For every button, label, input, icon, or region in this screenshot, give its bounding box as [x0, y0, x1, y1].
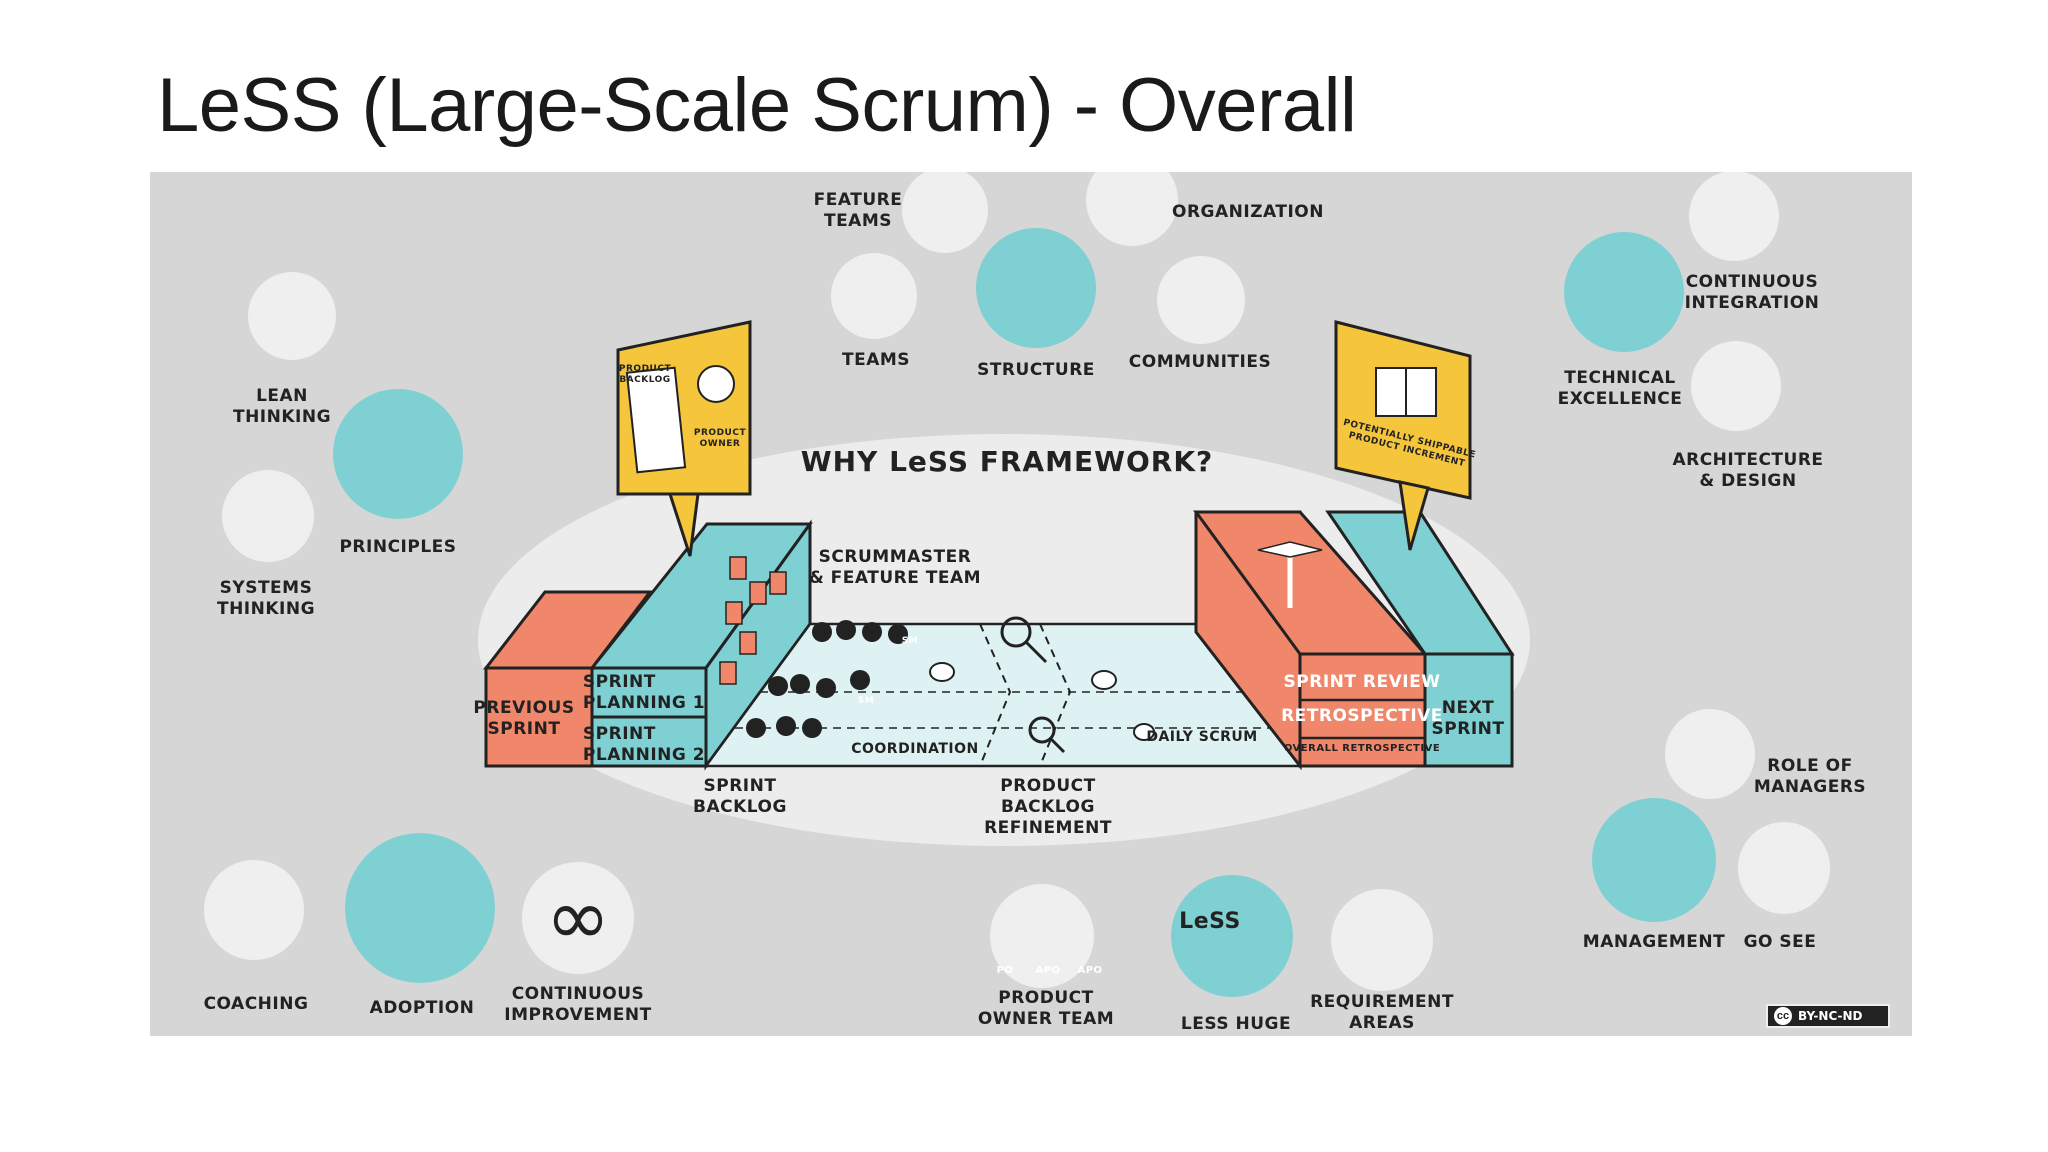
label-feature-teams: FEATURE TEAMS [813, 190, 903, 231]
label-systems-thinking: SYSTEMS THINKING [216, 578, 316, 619]
license-badge: cc BY-NC-ND [1766, 1004, 1890, 1028]
label-organization: ORGANIZATION [1172, 202, 1324, 222]
label-product-owner-sign: PRODUCT OWNER [693, 428, 747, 449]
systems-thinking-icon [222, 470, 314, 562]
teams-icon [831, 253, 917, 339]
label-technical-excellence: TECHNICAL EXCELLENCE [1557, 368, 1683, 409]
license-text: BY-NC-ND [1798, 1009, 1863, 1023]
role-of-managers-icon [1665, 709, 1755, 799]
communities-icon [1157, 256, 1245, 344]
label-lean-thinking: LEAN THINKING [232, 386, 332, 427]
continuous-improvement-icon: ∞ [522, 862, 634, 974]
sm-badge-1: SM [901, 636, 919, 646]
po-badge: PO [996, 965, 1014, 976]
label-structure: STRUCTURE [977, 360, 1095, 380]
management-icon [1592, 798, 1716, 922]
label-architecture-design: ARCHITECTURE & DESIGN [1672, 450, 1824, 491]
label-overall-retrospective: OVERALL RETROSPECTIVE [1283, 743, 1441, 754]
label-management: MANAGEMENT [1582, 932, 1726, 952]
team-people [746, 620, 908, 738]
slide-title: LeSS (Large-Scale Scrum) - Overall [157, 63, 1357, 148]
label-less-huge: LESS HUGE [1180, 1014, 1292, 1034]
label-communities: COMMUNITIES [1128, 352, 1272, 372]
label-sprint-backlog: SPRINT BACKLOG [693, 776, 787, 817]
label-principles: PRINCIPLES [339, 537, 457, 557]
label-requirement-areas: REQUIREMENT AREAS [1310, 992, 1454, 1033]
coaching-icon [204, 860, 304, 960]
structure-tree-icon [976, 228, 1096, 348]
label-adoption: ADOPTION [369, 998, 475, 1018]
principles-icon [333, 389, 463, 519]
less-box-label: LeSS [1179, 909, 1241, 934]
go-see-eye-icon [1738, 822, 1830, 914]
center-title: WHY LeSS FRAMEWORK? [800, 445, 1214, 478]
label-scrummaster-team: SCRUMMASTER & FEATURE TEAM [808, 547, 982, 588]
label-retrospective: RETROSPECTIVE [1281, 706, 1443, 726]
less-huge-icon [1171, 875, 1293, 997]
label-sprint-planning-2: SPRINT PLANNING 2 [582, 724, 706, 765]
label-coaching: COACHING [203, 994, 309, 1014]
architecture-design-icon [1691, 341, 1781, 431]
label-teams: TEAMS [841, 350, 911, 370]
product-owner-team-icon [990, 884, 1094, 988]
label-next-sprint: NEXT SPRINT [1431, 698, 1505, 739]
label-previous-sprint: PREVIOUS SPRINT [473, 698, 575, 739]
apo-badge-2: APO [1077, 965, 1103, 976]
sm-badge-2: SM [857, 696, 875, 706]
apo-badge-1: APO [1035, 965, 1061, 976]
less-framework-diagram: WHY LeSS FRAMEWORK? FEATURE TEAMS ORGANI… [150, 172, 1912, 1036]
label-daily-scrum: DAILY SCRUM [1146, 729, 1258, 745]
technical-excellence-icon [1564, 232, 1684, 352]
label-sprint-review: SPRINT REVIEW [1283, 672, 1441, 692]
magnifier-icons [1000, 616, 1066, 754]
organization-icon [1086, 172, 1178, 246]
label-continuous-improvement: CONTINUOUS IMPROVEMENT [504, 984, 652, 1025]
label-pbr: PRODUCT BACKLOG REFINEMENT [984, 776, 1112, 838]
speech-bubbles [929, 662, 1155, 741]
lean-thinking-icon [248, 272, 336, 360]
continuous-integration-icon [1689, 172, 1779, 261]
feature-teams-icon [902, 172, 988, 253]
label-product-owner-team: PRODUCT OWNER TEAM [977, 988, 1115, 1029]
label-role-of-managers: ROLE OF MANAGERS [1753, 756, 1867, 797]
label-continuous-integration: CONTINUOUS INTEGRATION [1684, 272, 1820, 313]
label-sprint-planning-1: SPRINT PLANNING 1 [582, 672, 706, 713]
label-coordination: COORDINATION [851, 741, 979, 757]
requirement-areas-icon [1331, 889, 1433, 991]
cc-logo: cc [1774, 1007, 1792, 1025]
adoption-icon [345, 833, 495, 983]
label-go-see: GO SEE [1743, 932, 1817, 952]
label-increment-sign: POTENTIALLY SHIPPABLE PRODUCT INCREMENT [1342, 417, 1477, 470]
label-product-backlog-sign: PRODUCT BACKLOG [618, 364, 672, 385]
